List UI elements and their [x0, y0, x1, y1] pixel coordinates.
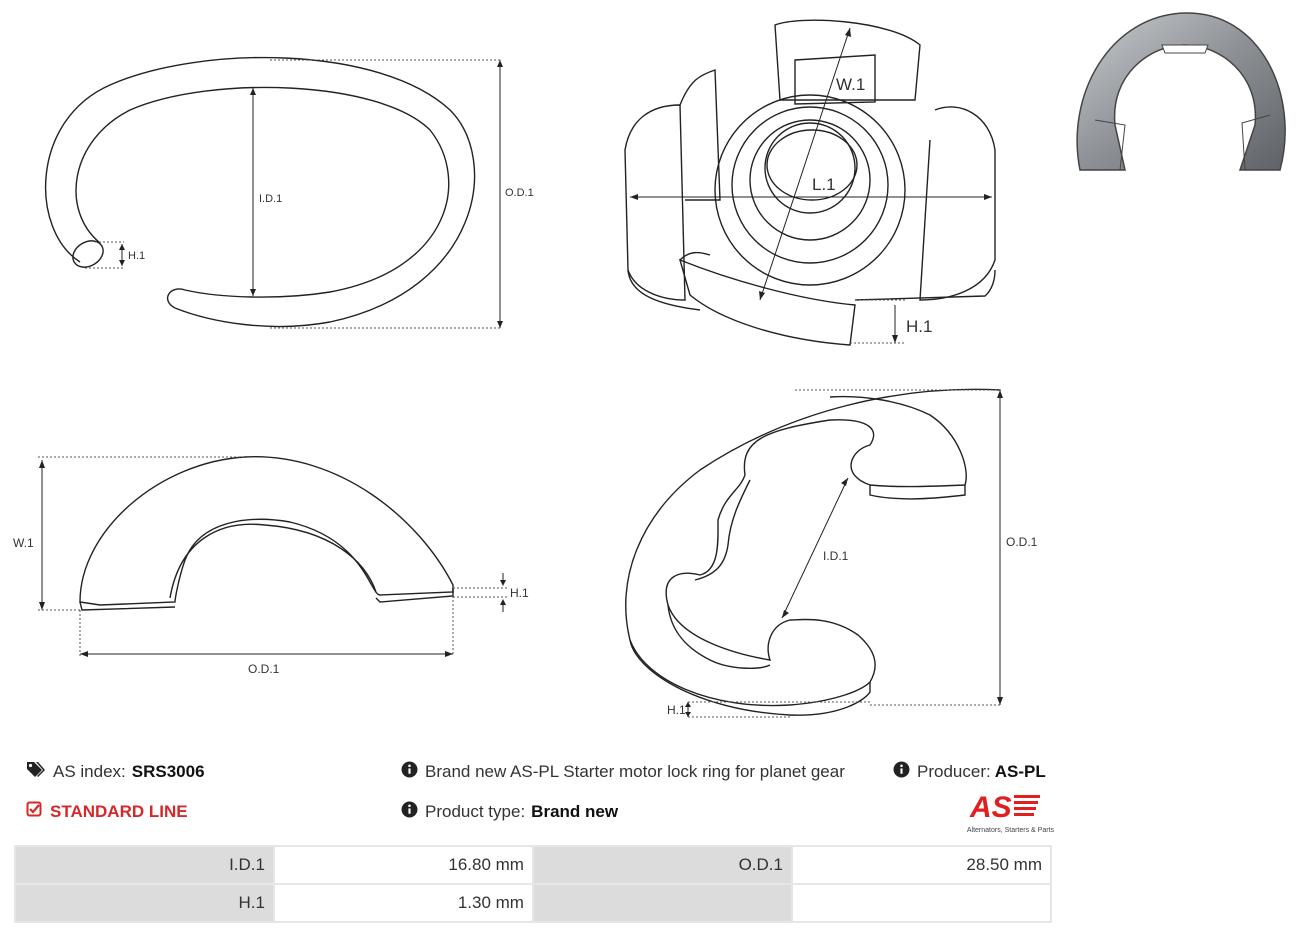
product-description: Brand new AS-PL Starter motor lock ring … [401, 761, 845, 783]
assembly-w-label: W.1 [836, 75, 865, 94]
spec-label-cell [533, 885, 791, 921]
ring-od-label: O.D.1 [505, 187, 534, 199]
brand-logo[interactable]: AS Alternators, Starters & Parts [952, 789, 1054, 834]
table-row: I.D.1 16.80 mm O.D.1 28.50 mm [16, 847, 1050, 883]
lockring-od-label: O.D.1 [1006, 535, 1038, 549]
spec-label-cell: I.D.1 [16, 847, 273, 883]
product-photo [1076, 12, 1286, 171]
spec-value-cell: 16.80 mm [274, 847, 532, 883]
drawing-lockring-view: I.D.1 O.D.1 H.1 [625, 388, 1038, 718]
drawing-assembly-view: W.1 L.1 H.1 [624, 19, 996, 346]
spec-value-cell [792, 885, 1050, 921]
logo-tagline: Alternators, Starters & Parts [966, 827, 1054, 834]
ring-id-label: I.D.1 [259, 193, 282, 205]
side-w-label: W.1 [13, 536, 34, 550]
as-index: AS index: SRS3006 [26, 761, 205, 782]
tags-icon [26, 761, 46, 782]
assembly-l-label: L.1 [812, 175, 836, 194]
lockring-id-label: I.D.1 [823, 549, 849, 563]
spec-label-cell: O.D.1 [533, 847, 791, 883]
lockring-h-label: H.1 [667, 703, 686, 717]
as-index-value: SRS3006 [131, 761, 205, 781]
producer-value: AS-PL [994, 762, 1046, 781]
product-type: Product type: Brand new [401, 801, 618, 823]
assembly-h-label: H.1 [906, 317, 932, 336]
drawing-ring-top-view: I.D.1 O.D.1 H.1 [45, 56, 534, 329]
drawing-side-view: W.1 H.1 O.D.1 [13, 456, 529, 676]
spec-label-cell: H.1 [16, 885, 273, 921]
description-text: Brand new AS-PL Starter motor lock ring … [425, 762, 845, 781]
ring-h-label: H.1 [128, 250, 145, 262]
standard-line-label: STANDARD LINE [50, 801, 188, 821]
info-circle-icon [401, 801, 418, 823]
side-od-label: O.D.1 [248, 662, 280, 676]
side-h-label: H.1 [510, 586, 529, 600]
producer: Producer: AS-PL [893, 761, 1046, 783]
info-circle-icon [401, 761, 418, 783]
info-circle-icon [893, 761, 910, 783]
product-type-label: Product type: [425, 802, 526, 821]
spec-value-cell: 1.30 mm [274, 885, 532, 921]
spec-table: I.D.1 16.80 mm O.D.1 28.50 mm H.1 1.30 m… [14, 845, 1052, 923]
standard-line: STANDARD LINE [26, 801, 188, 822]
logo-mark-text: AS [969, 791, 1012, 821]
product-type-value: Brand new [531, 802, 619, 821]
producer-label: Producer: [917, 762, 991, 781]
table-row: H.1 1.30 mm [16, 885, 1050, 921]
as-logo-mark: AS [969, 791, 1040, 824]
spec-value-cell: 28.50 mm [792, 847, 1050, 883]
as-index-label: AS index: [53, 761, 126, 781]
check-square-icon [26, 801, 42, 822]
